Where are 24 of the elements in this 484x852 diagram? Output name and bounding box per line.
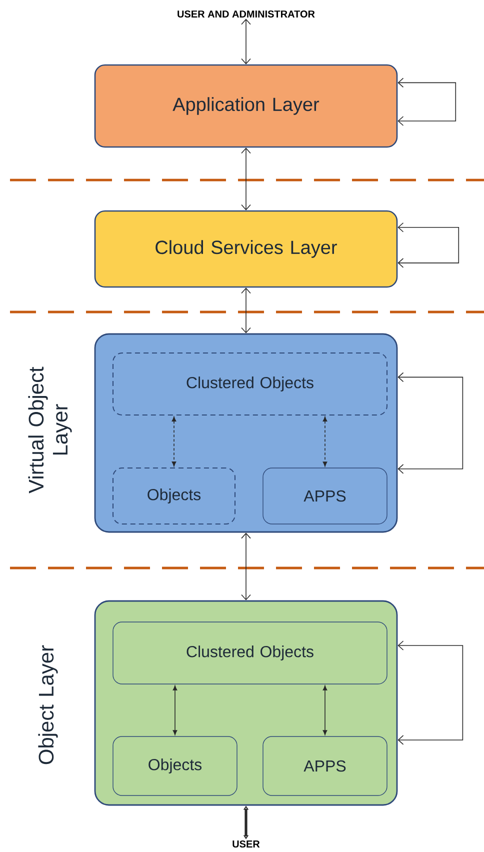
- loop-arrow: [398, 222, 460, 268]
- layer-title: Object Layer: [38, 645, 58, 764]
- component-box: Clustered Objects: [112, 352, 388, 416]
- component-box: Objects: [112, 468, 236, 524]
- arrow: [241, 148, 251, 210]
- arrow: [241, 18, 251, 64]
- component-box: Objects: [112, 736, 238, 796]
- arrow: [241, 532, 251, 600]
- endpoint-label: USER AND ADMINISTRATOR: [178, 10, 315, 18]
- layer-title: Virtual Object Layer: [28, 366, 72, 494]
- loop-arrow: [398, 372, 464, 474]
- arrow: [322, 685, 328, 736]
- arrow: [172, 416, 176, 466]
- component-box: APPS: [262, 468, 388, 524]
- arrow: [241, 288, 251, 334]
- component-box: APPS: [262, 736, 388, 796]
- endpoint-label: USER: [232, 840, 260, 848]
- loop-arrow: [398, 78, 456, 126]
- loop-arrow: [398, 640, 464, 745]
- arrow: [172, 685, 178, 736]
- arrow: [322, 416, 328, 467]
- component-box: Clustered Objects: [112, 622, 388, 684]
- layer-box: Cloud Services Layer: [94, 210, 398, 288]
- layer-box: Application Layer: [94, 64, 398, 148]
